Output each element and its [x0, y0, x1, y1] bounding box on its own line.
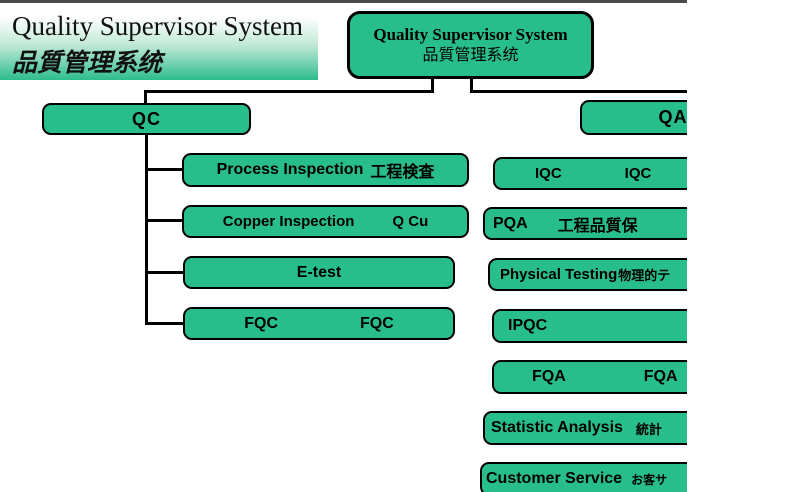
- node-physical-testing: Physical Testing 物理的テ: [488, 258, 687, 291]
- node-process-inspection-label-jp: 工程検査: [370, 164, 435, 181]
- node-statistic-analysis-label-jp: 統計: [635, 421, 662, 437]
- title-banner: Quality Supervisor System 品質管理系统: [0, 3, 318, 80]
- node-etest-label: E-test: [296, 263, 342, 281]
- node-iqc: IQC IQC: [493, 157, 687, 190]
- node-process-inspection-label-en: Process Inspection: [216, 161, 364, 178]
- connector-stub-process: [145, 168, 183, 171]
- connector-stub-fqc: [145, 322, 183, 325]
- node-qc-label: QC: [132, 108, 161, 129]
- node-physical-testing-label-en: Physical Testing: [500, 266, 618, 283]
- node-fqa-label-1: FQA: [532, 368, 566, 385]
- connector-qc-vline: [145, 135, 148, 325]
- node-pqa-label-jp: 工程品質保: [557, 217, 638, 235]
- connector-root-stub-right: [470, 78, 473, 92]
- node-copper-inspection-code: Q Cu: [392, 213, 429, 230]
- node-statistic-analysis-label-en: Statistic Analysis: [491, 419, 623, 436]
- connector-stub-etest: [145, 271, 183, 274]
- node-fqa: FQA FQA: [492, 360, 687, 394]
- banner-subtitle: 品質管理系统: [12, 50, 163, 77]
- slide-content-area: Quality Supervisor System 品質管理系统 Quality…: [0, 0, 687, 492]
- node-qa: QA: [580, 100, 687, 135]
- node-iqc-label-2: IQC: [624, 165, 652, 182]
- node-root-subtitle: 品質管理系统: [422, 47, 519, 64]
- banner-title: Quality Supervisor System: [12, 11, 303, 41]
- node-qa-label: QA: [658, 107, 687, 127]
- node-etest: E-test: [183, 256, 455, 289]
- node-customer-service: Customer Service お客サ: [480, 462, 687, 492]
- node-fqc-label-1: FQC: [244, 314, 278, 332]
- node-physical-testing-label-jp: 物理的テ: [618, 268, 671, 283]
- top-rule: [0, 0, 687, 3]
- node-copper-inspection-label: Copper Inspection: [222, 213, 355, 230]
- node-fqc: FQC FQC: [183, 307, 455, 340]
- connector-root-stub-left: [431, 78, 434, 92]
- node-ipqc-label: IPQC: [508, 317, 548, 334]
- node-process-inspection: Process Inspection 工程検査: [182, 153, 469, 187]
- node-qc: QC: [42, 103, 251, 135]
- node-root: Quality Supervisor System 品質管理系统: [347, 11, 594, 79]
- node-fqc-label-2: FQC: [360, 314, 394, 332]
- node-ipqc: IPQC: [492, 309, 687, 343]
- node-pqa-label: PQA: [493, 214, 528, 232]
- node-customer-service-label-jp: お客サ: [631, 472, 668, 487]
- node-copper-inspection: Copper Inspection Q Cu: [182, 205, 469, 238]
- connector-hline-right: [470, 90, 687, 93]
- node-statistic-analysis: Statistic Analysis 統計: [483, 411, 687, 445]
- node-fqa-label-2: FQA: [643, 368, 678, 385]
- connector-hline-left: [144, 90, 434, 93]
- connector-stub-copper: [145, 219, 183, 222]
- node-root-title: Quality Supervisor System: [373, 25, 568, 44]
- node-pqa: PQA 工程品質保: [483, 207, 687, 240]
- connector-qc-top-stub: [144, 90, 147, 104]
- node-iqc-label-1: IQC: [535, 165, 562, 182]
- node-customer-service-label-en: Customer Service: [486, 470, 623, 487]
